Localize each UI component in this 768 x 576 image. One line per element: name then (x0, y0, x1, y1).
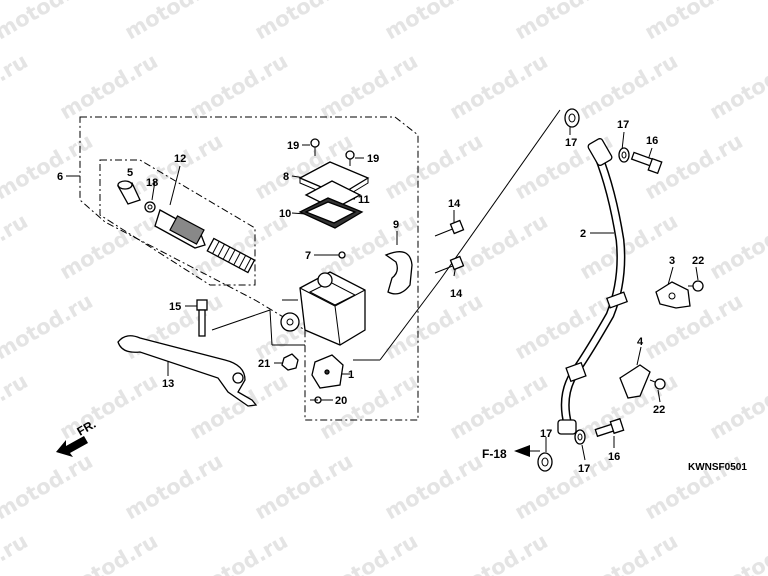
watermark-text: motod.ru (316, 49, 422, 124)
circlip (144, 201, 156, 213)
watermark-text: motod.ru (576, 209, 682, 284)
watermark-text: motod.ru (0, 49, 32, 124)
holder-bolts (434, 219, 465, 274)
watermark-text: motod.ru (706, 529, 768, 576)
watermark-text: motod.ru (446, 369, 552, 444)
watermark-text: motod.ru (706, 369, 768, 444)
switch-screw (328, 251, 346, 259)
watermark-text: motod.ru (0, 529, 32, 576)
watermark-text: motod.ru (381, 289, 487, 364)
watermark-text: motod.ru (511, 0, 617, 44)
callout-14-lower: 14 (450, 288, 463, 300)
watermark-text: motod.ru (0, 209, 32, 284)
watermark-text: motod.ru (0, 289, 97, 364)
watermark-text: motod.ru (56, 369, 162, 444)
callout-8: 8 (283, 171, 289, 183)
master-cylinder-body (280, 271, 366, 346)
callout-1: 1 (348, 369, 354, 381)
callout-17-c: 17 (540, 428, 552, 440)
cap-screws (310, 138, 355, 166)
callout-18: 18 (146, 177, 158, 189)
callout-17-b: 17 (617, 119, 629, 131)
watermark-text: motod.ru (0, 369, 32, 444)
callout-22-lower: 22 (653, 404, 665, 416)
switch-mount-screw (310, 396, 322, 404)
callout-11: 11 (358, 194, 370, 206)
watermark-text: motod.ru (121, 0, 227, 44)
callout-13: 13 (162, 378, 174, 390)
pivot-bolt (196, 299, 208, 337)
piston-assembly (154, 209, 256, 274)
watermark-text: motod.ru (56, 49, 162, 124)
callout-12: 12 (174, 153, 186, 165)
watermark-text: motod.ru (0, 449, 97, 524)
callout-2: 2 (580, 228, 586, 240)
watermark-text: motod.ru (511, 449, 617, 524)
clamp-bolts (649, 280, 704, 390)
callout-21: 21 (258, 358, 270, 370)
watermark-text: motod.ru (381, 129, 487, 204)
watermark-text: motod.ru (641, 289, 747, 364)
diagram-code: KWNSF0501 (688, 462, 747, 473)
piston-kit-outline (99, 159, 256, 286)
brake-lever (117, 335, 258, 407)
callout-19-a: 19 (287, 140, 299, 152)
callout-17-d: 17 (578, 463, 590, 475)
pivot-nut (281, 353, 299, 371)
assembly-outline (79, 116, 419, 421)
front-direction-arrow (56, 436, 88, 457)
callout-10: 10 (279, 208, 291, 220)
callout-14-upper: 14 (448, 198, 461, 210)
callout-5: 5 (127, 167, 133, 179)
watermark-text: motod.ru (251, 449, 357, 524)
diaphragm (298, 197, 364, 229)
watermark-text: motod.ru (641, 449, 747, 524)
callout-16-lower: 16 (608, 451, 620, 463)
watermark-text: motod.ru (446, 49, 552, 124)
watermark-text: motod.ru (121, 449, 227, 524)
sealing-washers (537, 108, 630, 472)
watermark-text: motod.ru (0, 0, 97, 44)
watermark-text: motod.ru (641, 0, 747, 44)
master-cylinder-holder (384, 251, 413, 295)
callout-15: 15 (169, 301, 181, 313)
callout-19-b: 19 (367, 153, 379, 165)
callout-17-a: 17 (565, 137, 577, 149)
hose-clamp-lower (619, 364, 651, 399)
watermark-text: motod.ru (576, 49, 682, 124)
watermark-text: motod.ru (316, 529, 422, 576)
callout-labels: 1 2 3 4 5 6 7 8 9 10 11 12 13 14 14 15 1… (57, 119, 747, 475)
watermark-text: motod.ru (446, 209, 552, 284)
watermark-text: motod.ru (186, 529, 292, 576)
callout-3: 3 (669, 255, 675, 267)
watermark-text: motod.ru (576, 529, 682, 576)
hose-clamp-upper (655, 281, 691, 309)
watermark-text: motod.ru (706, 49, 768, 124)
dust-boot (117, 180, 141, 205)
watermark-text: motod.ru (186, 49, 292, 124)
brake-light-switch (311, 354, 344, 389)
callout-4: 4 (637, 336, 644, 348)
callout-22-upper: 22 (692, 255, 704, 267)
watermark-text: motod.ru (56, 529, 162, 576)
banjo-bolts (594, 151, 663, 438)
reference-label: F-18 (482, 447, 507, 461)
reference-arrow (514, 445, 540, 457)
watermark-text: motod.ru (381, 0, 487, 44)
callout-6: 6 (57, 171, 63, 183)
watermark-text: motod.ru (251, 0, 357, 44)
watermark-text: motod.ru (706, 209, 768, 284)
callout-9: 9 (393, 219, 399, 231)
brake-hose (557, 138, 629, 435)
callout-7: 7 (305, 250, 311, 262)
watermark-text: motod.ru (381, 449, 487, 524)
callout-16-upper: 16 (646, 135, 658, 147)
callout-20: 20 (335, 395, 347, 407)
watermark-text: motod.ru (446, 529, 552, 576)
watermark-text: motod.ru (0, 129, 97, 204)
